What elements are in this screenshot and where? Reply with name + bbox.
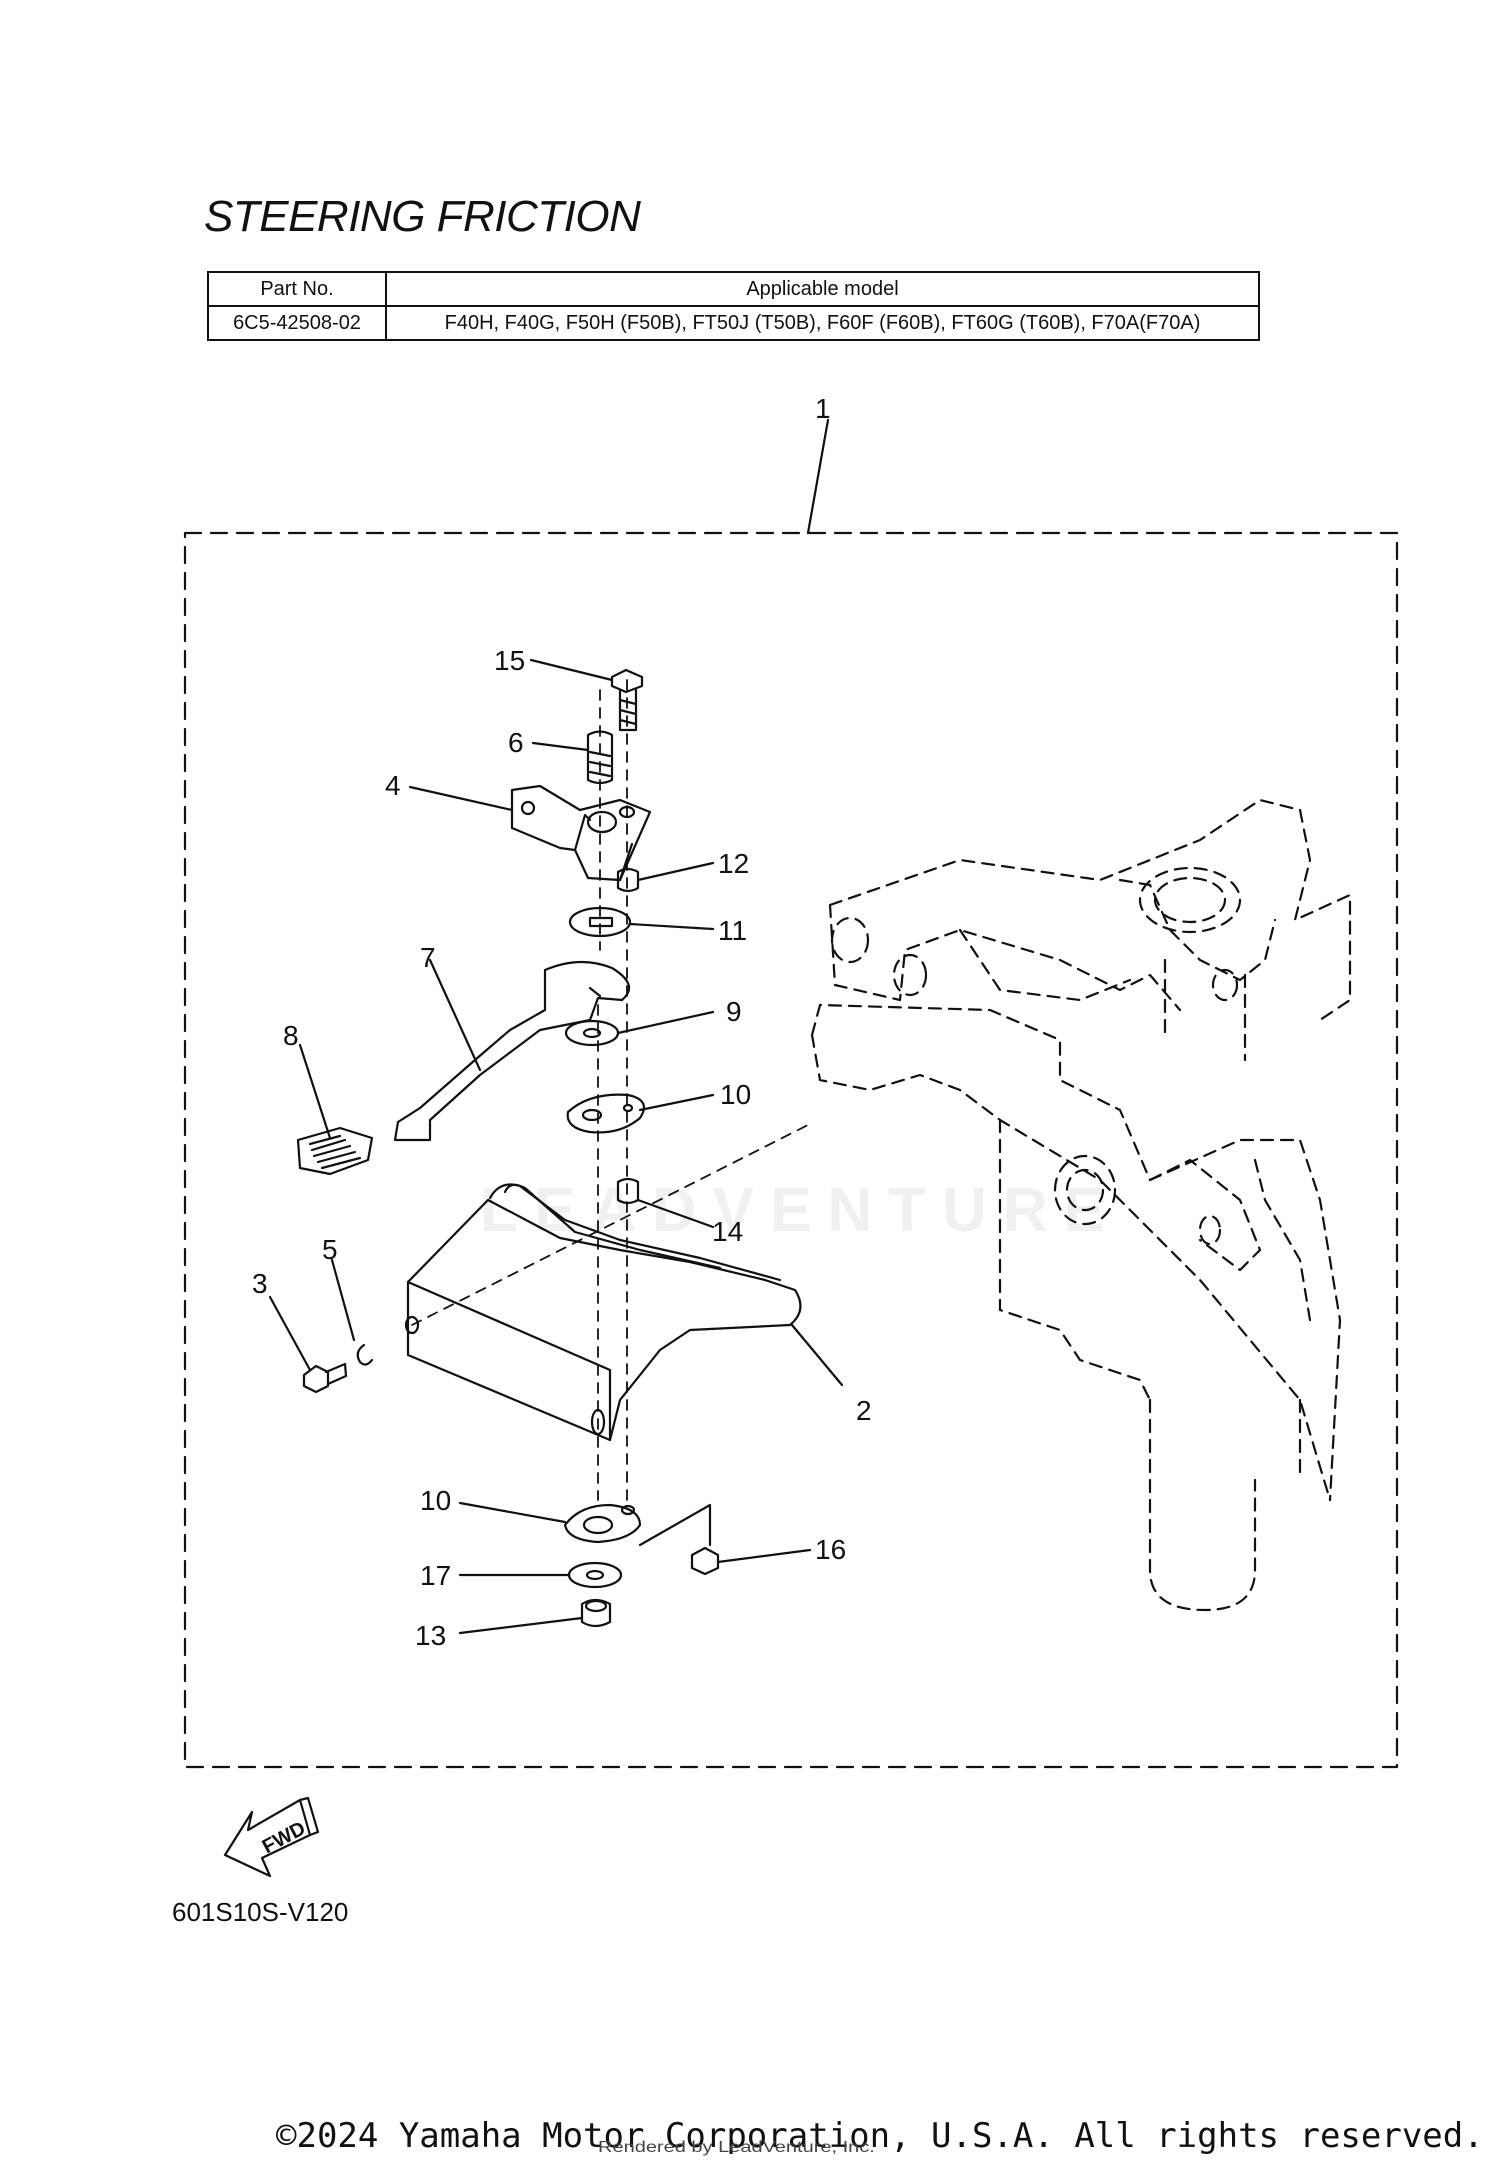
collar-12 [616,861,715,893]
callout-7: 7 [420,942,436,973]
header-applicable-model: Applicable model [385,271,1260,307]
callout-labels: 1 15 6 4 12 11 7 9 8 10 10 14 5 3 2 10 1… [252,393,872,1651]
assembly-boundary [183,531,1399,1769]
fwd-label: FWD [259,1817,310,1858]
callout-11: 11 [718,915,747,946]
callout-9: 9 [726,996,742,1027]
washer-9 [564,1010,715,1047]
callout-14: 14 [712,1216,743,1247]
callout-10-upper: 10 [720,1079,751,1110]
callout-1: 1 [815,393,831,424]
nut-16 [690,1546,812,1576]
bolt-15 [529,658,644,732]
bracket-4 [408,784,652,882]
callout-5: 5 [322,1234,338,1265]
plate-10-lower [458,1501,712,1547]
callout-10-lower: 10 [420,1485,451,1516]
callout-4: 4 [385,770,401,801]
clip-5 [330,1258,374,1366]
header-part-no: Part No. [207,271,387,307]
screw-3 [268,1295,348,1394]
forward-arrow-icon: FWD [223,1796,320,1878]
callout-17: 17 [420,1560,451,1591]
diagram-code: 601S10S-V120 [172,1897,349,1927]
alignment-lines [411,679,809,1501]
applicability-table: Part No. Applicable model 6C5-42508-02 F… [207,271,1260,341]
mounting-bracket-outline [810,798,1352,1612]
washer-11 [568,906,715,938]
grip-8 [296,1043,374,1176]
rendered-by-notice: Rendered by LeadVenture, Inc. [598,2138,875,2156]
cell-part-no: 6C5-42508-02 [207,305,387,341]
table-row: 6C5-42508-02 F40H, F40G, F50H (F50B), FT… [207,305,1260,341]
lever-7 [393,958,631,1142]
callout-8: 8 [283,1020,299,1051]
callout-2: 2 [856,1395,872,1426]
nut-13 [458,1598,612,1635]
spacer-14 [616,1177,715,1229]
callout-16: 16 [815,1534,846,1565]
callout-13: 13 [415,1620,446,1651]
callout-12: 12 [718,848,749,879]
copyright-notice: ©2024 Yamaha Motor Corporation, U.S.A. A… [276,2116,1484,2156]
cell-applicable-model: F40H, F40G, F50H (F50B), FT50J (T50B), F… [385,305,1260,341]
callout-3: 3 [252,1268,268,1299]
pin-6 [531,730,614,785]
page-title: STEERING FRICTION [204,192,641,241]
callout-6: 6 [508,727,524,758]
table-header-row: Part No. Applicable model [207,271,1260,307]
plate-10-upper [566,1093,715,1134]
washer-17 [458,1561,623,1589]
bracket-2 [404,1183,844,1442]
callout-15: 15 [494,645,525,676]
